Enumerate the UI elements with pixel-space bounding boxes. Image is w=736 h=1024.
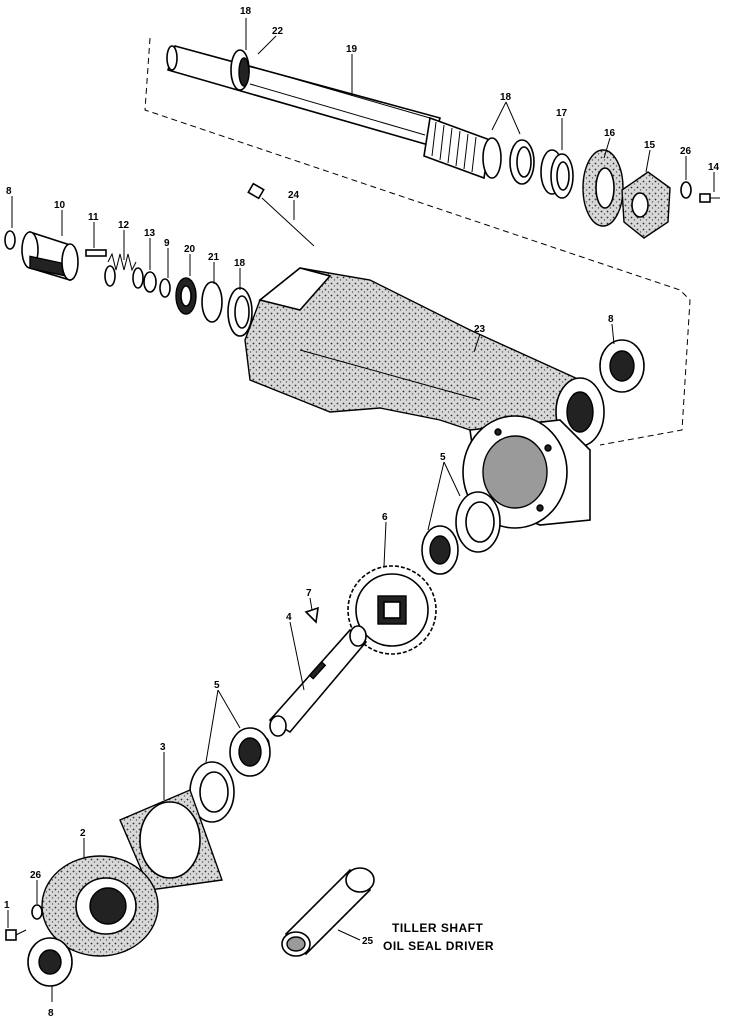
bearing-cup-18-right bbox=[509, 139, 535, 185]
cap-15 bbox=[621, 171, 671, 239]
shaft-19 bbox=[166, 45, 441, 147]
callout-25: 25 bbox=[362, 936, 374, 947]
bearing-cup-18-mid bbox=[227, 287, 253, 337]
callout-26-lower: 26 bbox=[30, 870, 42, 881]
callout-18-mid: 18 bbox=[234, 258, 246, 269]
callout-8-left: 8 bbox=[6, 186, 12, 197]
callout-8-bottom: 8 bbox=[48, 1008, 54, 1019]
shim-17 bbox=[540, 149, 574, 199]
gasket-16 bbox=[582, 149, 624, 227]
callout-3: 3 bbox=[160, 742, 166, 753]
callout-24: 24 bbox=[288, 190, 300, 201]
caption-line-1: TILLER SHAFT bbox=[392, 921, 483, 935]
bearing-cone-5-lower bbox=[229, 727, 271, 777]
callout-17: 17 bbox=[556, 108, 568, 119]
callout-20: 20 bbox=[184, 244, 196, 255]
screw-14 bbox=[699, 193, 720, 203]
callout-18-top: 18 bbox=[240, 6, 252, 17]
callout-5-lower: 5 bbox=[214, 680, 220, 691]
cover-2 bbox=[41, 855, 159, 957]
washer-13 bbox=[143, 271, 157, 293]
screw-1 bbox=[5, 929, 27, 941]
gear-6 bbox=[347, 565, 437, 655]
oil-seal-8-lower bbox=[27, 937, 73, 987]
coupling-10 bbox=[21, 230, 79, 282]
callout-6: 6 bbox=[382, 512, 388, 523]
ring-9-mid bbox=[159, 278, 171, 298]
key-7 bbox=[304, 606, 319, 624]
oil-seal-8-right bbox=[599, 339, 645, 393]
callout-16: 16 bbox=[604, 128, 616, 139]
bearing-cone-5-upper bbox=[421, 525, 459, 575]
bearing-cup-5-lower bbox=[189, 761, 235, 823]
caption-line-2: OIL SEAL DRIVER bbox=[383, 939, 494, 953]
callout-9: 9 bbox=[164, 238, 170, 249]
callout-13: 13 bbox=[144, 228, 156, 239]
ring-21 bbox=[201, 281, 223, 323]
bearing-cup-5-upper bbox=[455, 491, 501, 553]
callout-14: 14 bbox=[708, 162, 720, 173]
callout-5-upper: 5 bbox=[440, 452, 446, 463]
housing-23 bbox=[244, 267, 605, 529]
gasket-3 bbox=[119, 789, 223, 891]
callout-1: 1 bbox=[4, 900, 10, 911]
bearing-20 bbox=[175, 277, 197, 315]
callout-23: 23 bbox=[474, 324, 486, 335]
tine-shaft-4 bbox=[260, 625, 368, 751]
seal-driver-25 bbox=[281, 867, 375, 957]
callout-21: 21 bbox=[208, 252, 220, 263]
callout-11: 11 bbox=[88, 212, 99, 223]
assembly-boundary-line bbox=[144, 37, 691, 446]
callout-22: 22 bbox=[272, 26, 284, 37]
spring-12 bbox=[104, 252, 144, 289]
callout-4: 4 bbox=[286, 612, 292, 623]
callout-15: 15 bbox=[644, 140, 656, 151]
callout-18-right: 18 bbox=[500, 92, 512, 103]
dipstick-24 bbox=[247, 182, 315, 247]
ring-9-left bbox=[4, 230, 16, 250]
callout-2: 2 bbox=[80, 828, 86, 839]
callout-10: 10 bbox=[54, 200, 66, 211]
bearing-cone-18-left bbox=[230, 49, 250, 91]
washer-26-lower bbox=[31, 904, 43, 920]
worm-gear-on-shaft bbox=[423, 116, 502, 180]
callout-12: 12 bbox=[118, 220, 130, 231]
callout-7: 7 bbox=[306, 588, 312, 599]
pin-11 bbox=[85, 249, 107, 257]
callout-19: 19 bbox=[346, 44, 358, 55]
callout-8-right: 8 bbox=[608, 314, 614, 325]
washer-26-upper bbox=[680, 181, 692, 199]
callout-26-upper: 26 bbox=[680, 146, 692, 157]
leader-lines bbox=[7, 18, 715, 1002]
